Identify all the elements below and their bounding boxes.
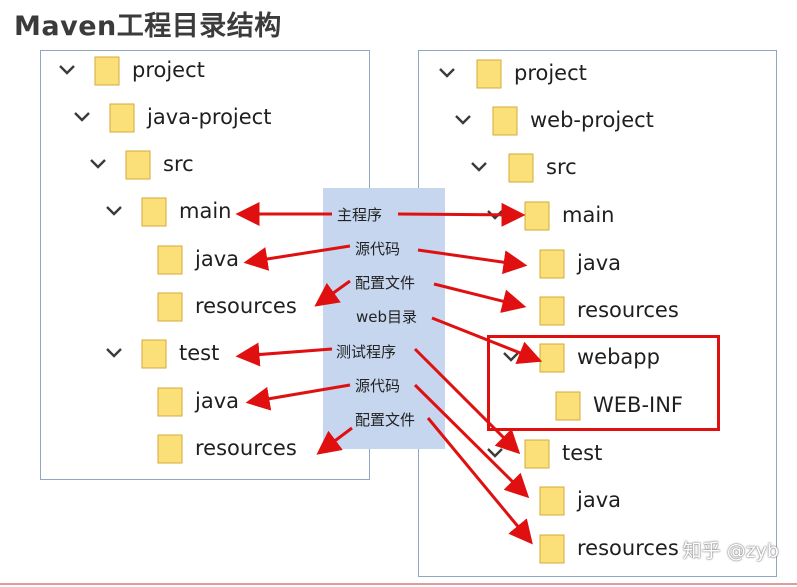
- tree-item-project[interactable]: project: [52, 50, 205, 90]
- legend-label-test-source-code: 源代码: [355, 377, 401, 395]
- tree-item-main[interactable]: main: [99, 191, 231, 231]
- folder-icon: [109, 101, 135, 133]
- tree-item-java[interactable]: java: [157, 239, 239, 279]
- page-title: Maven工程目录结构: [14, 11, 282, 42]
- tree-item-label: src: [546, 155, 577, 179]
- left-tree-panel: [40, 50, 370, 480]
- folder-icon: [94, 54, 120, 86]
- tree-item-label: resources: [195, 436, 297, 460]
- tree-item-webapp[interactable]: webapp: [496, 337, 660, 377]
- tree-item-project[interactable]: project: [432, 53, 587, 93]
- tree-item-java[interactable]: java: [539, 480, 621, 520]
- tree-item-src[interactable]: src: [464, 147, 577, 187]
- tree-item-label: java: [195, 247, 239, 271]
- tree-item-label: resources: [577, 536, 679, 560]
- tree-item-label: java: [195, 389, 239, 413]
- chevron-down-icon[interactable]: [99, 333, 129, 373]
- tree-item-web-inf[interactable]: WEB-INF: [555, 385, 683, 425]
- tree-item-label: java: [577, 488, 621, 512]
- tree-item-label: WEB-INF: [593, 393, 683, 417]
- folder-icon: [539, 532, 565, 564]
- tree-item-java[interactable]: java: [157, 381, 239, 421]
- tree-item-label: main: [179, 199, 232, 223]
- chevron-down-icon[interactable]: [480, 195, 510, 235]
- folder-icon: [539, 484, 565, 516]
- tree-item-label: web-project: [530, 108, 654, 132]
- chevron-down-icon[interactable]: [83, 144, 113, 184]
- bottom-divider: [0, 583, 797, 585]
- folder-icon: [125, 148, 151, 180]
- tree-item-resources[interactable]: resources: [157, 428, 297, 468]
- chevron-down-icon[interactable]: [464, 147, 494, 187]
- watermark: 知乎 @zyb: [682, 540, 779, 562]
- folder-icon: [157, 243, 183, 275]
- tree-item-main[interactable]: main: [480, 195, 614, 235]
- tree-item-test[interactable]: test: [99, 333, 219, 373]
- chevron-down-icon[interactable]: [67, 97, 97, 137]
- tree-item-label: webapp: [577, 345, 660, 369]
- folder-icon: [524, 199, 550, 231]
- folder-icon: [476, 57, 502, 89]
- tree-item-label: test: [179, 341, 220, 365]
- folder-icon: [141, 337, 167, 369]
- chevron-down-icon[interactable]: [99, 191, 129, 231]
- chevron-down-icon[interactable]: [52, 50, 82, 90]
- tree-item-web-project[interactable]: web-project: [448, 100, 654, 140]
- folder-icon: [141, 195, 167, 227]
- folder-icon: [555, 389, 581, 421]
- tree-item-label: java: [577, 251, 621, 275]
- chevron-down-icon[interactable]: [432, 53, 462, 93]
- legend-label-main-program: 主程序: [337, 206, 383, 224]
- folder-icon: [157, 290, 183, 322]
- folder-icon: [539, 247, 565, 279]
- tree-item-label: src: [163, 152, 194, 176]
- tree-item-label: resources: [577, 298, 679, 322]
- folder-icon: [524, 437, 550, 469]
- folder-icon: [157, 385, 183, 417]
- tree-item-resources[interactable]: resources: [157, 286, 297, 326]
- folder-icon: [157, 432, 183, 464]
- tree-item-label: main: [562, 203, 615, 227]
- folder-icon: [508, 151, 534, 183]
- tree-item-label: resources: [195, 294, 297, 318]
- tree-item-resources[interactable]: resources: [539, 528, 679, 568]
- folder-icon: [539, 294, 565, 326]
- tree-item-resources[interactable]: resources: [539, 290, 679, 330]
- legend-label-config-files: 配置文件: [355, 274, 416, 292]
- legend-label-test-config-files: 配置文件: [355, 411, 416, 429]
- tree-item-java[interactable]: java: [539, 243, 621, 283]
- chevron-down-icon[interactable]: [480, 433, 510, 473]
- tree-item-label: java-project: [147, 105, 272, 129]
- tree-item-label: project: [514, 61, 587, 85]
- webapp-highlight-box: [487, 335, 720, 431]
- tree-item-label: test: [562, 441, 603, 465]
- tree-item-src[interactable]: src: [83, 144, 194, 184]
- folder-icon: [492, 104, 518, 136]
- tree-item-test[interactable]: test: [480, 433, 602, 473]
- legend-label-test-program: 测试程序: [336, 343, 397, 361]
- chevron-down-icon[interactable]: [448, 100, 478, 140]
- tree-item-java-project[interactable]: java-project: [67, 97, 271, 137]
- tree-item-label: project: [132, 58, 205, 82]
- legend-label-source-code: 源代码: [355, 240, 401, 258]
- legend-label-web-dir: web目录: [356, 308, 418, 326]
